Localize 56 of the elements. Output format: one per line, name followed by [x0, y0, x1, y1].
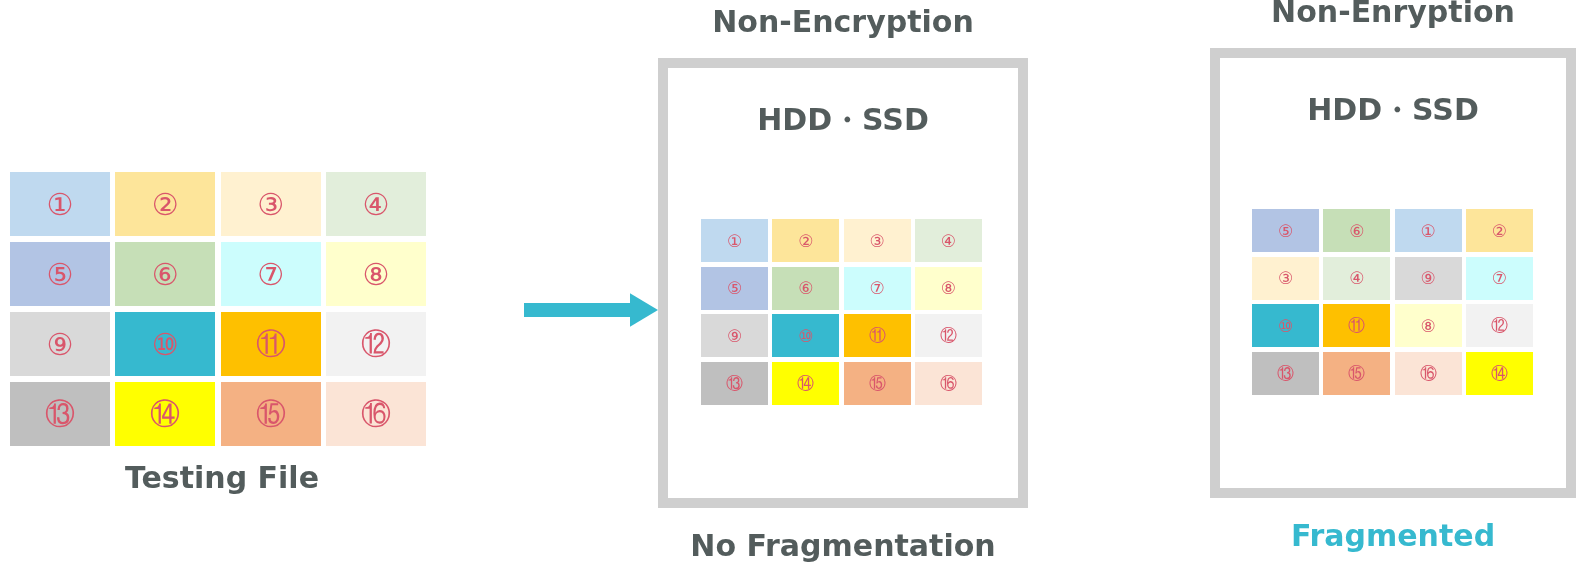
data-block: ⑯	[914, 362, 982, 406]
data-block: ⑦	[1465, 256, 1533, 300]
data-block: ⑪	[843, 314, 911, 358]
heading: Non-Enryption	[1271, 0, 1515, 29]
status-label: No Fragmentation	[690, 528, 996, 563]
storage-label: HDD・SSD	[1307, 91, 1479, 129]
data-block: ⑤	[701, 266, 768, 310]
data-block: ⑬	[10, 382, 110, 446]
data-block: ⑫	[1465, 304, 1533, 348]
data-block: ⑤	[1252, 209, 1319, 252]
data-block: ⑪	[220, 312, 321, 376]
status-label: Fragmented	[1290, 518, 1496, 553]
data-block: ②	[115, 172, 216, 236]
data-block: ⑤	[10, 242, 110, 306]
data-block: ⑮	[220, 382, 321, 446]
data-block: ⑯	[1394, 352, 1462, 396]
data-block: ⑬	[1252, 352, 1319, 396]
data-block: ③	[220, 172, 321, 236]
data-block: ⑮	[1323, 352, 1391, 396]
data-block: ④	[914, 219, 982, 262]
data-block: ⑨	[10, 312, 110, 376]
data-block: ⑦	[843, 266, 911, 310]
data-block: ⑭	[115, 382, 216, 446]
data-block: ⑬	[701, 362, 768, 406]
data-block: ③	[1252, 256, 1319, 300]
data-block: ①	[701, 219, 768, 262]
data-block: ④	[325, 172, 426, 236]
data-block: ⑯	[325, 382, 426, 446]
data-block: ⑨	[1394, 256, 1462, 300]
data-block: ①	[1394, 209, 1462, 252]
data-block: ⑭	[1465, 352, 1533, 396]
data-block: ⑫	[914, 314, 982, 358]
data-block: ⑫	[325, 312, 426, 376]
data-block: ②	[1465, 209, 1533, 252]
data-block: ⑩	[772, 314, 840, 358]
data-block: ⑪	[1323, 304, 1391, 348]
data-block: ⑦	[220, 242, 321, 306]
data-block: ⑥	[115, 242, 216, 306]
storage-label: HDD・SSD	[757, 101, 929, 139]
data-block: ⑥	[1323, 209, 1391, 252]
heading: Non-Encryption	[712, 4, 974, 39]
data-block: ⑧	[325, 242, 426, 306]
data-block: ②	[772, 219, 840, 262]
data-block: ⑩	[115, 312, 216, 376]
data-block: ⑧	[1394, 304, 1462, 348]
data-block: ③	[843, 219, 911, 262]
arrow	[524, 293, 658, 327]
data-block: ④	[1323, 256, 1391, 300]
data-block: ⑮	[843, 362, 911, 406]
data-block: ①	[10, 172, 110, 236]
data-block: ⑩	[1252, 304, 1319, 348]
data-block: ⑨	[701, 314, 768, 358]
data-block: ⑧	[914, 266, 982, 310]
data-block: ⑭	[772, 362, 840, 406]
file-label: Testing File	[125, 460, 319, 495]
data-block: ⑥	[772, 266, 840, 310]
